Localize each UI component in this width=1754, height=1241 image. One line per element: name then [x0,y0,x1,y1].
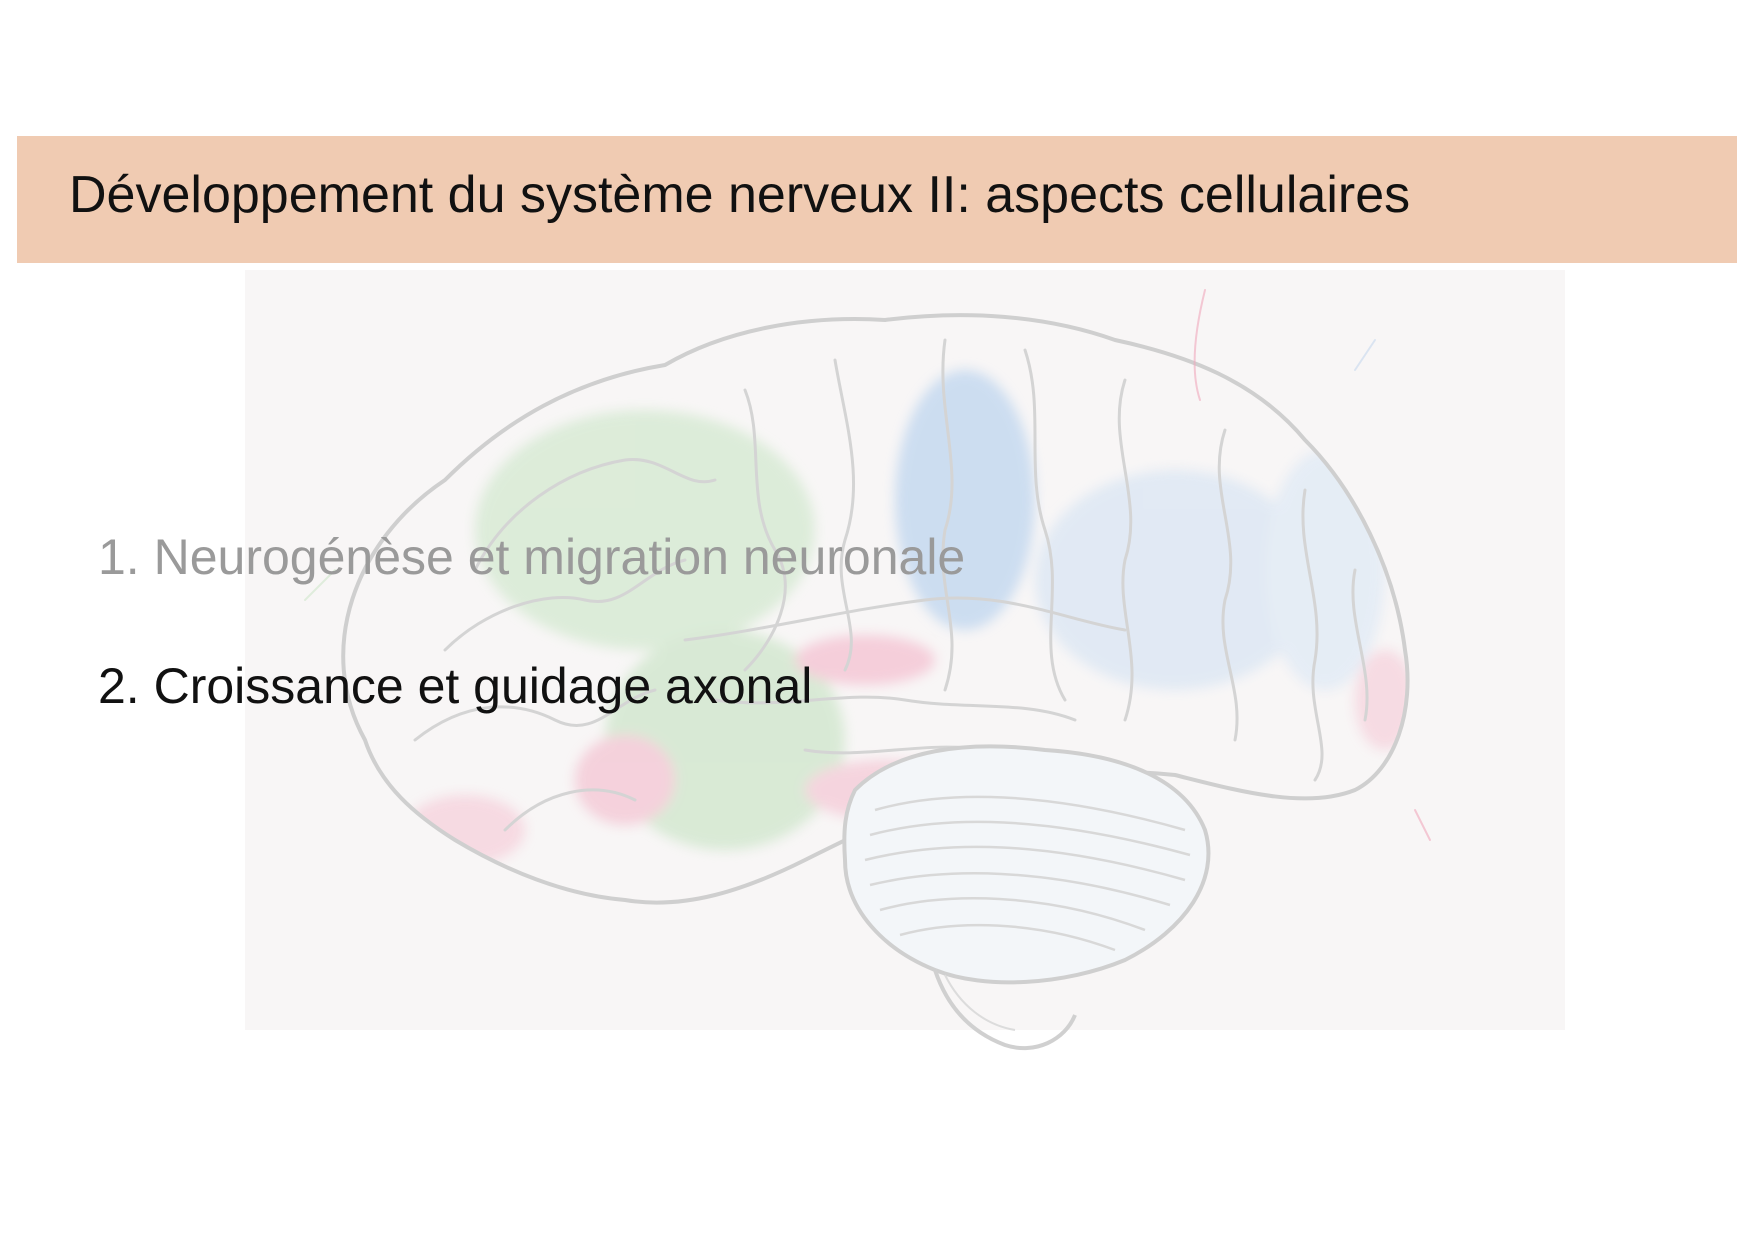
outline-item-croissance-axonale: 2. Croissance et guidage axonal [98,658,813,714]
slide-title-bar: Développement du système nerveux II: asp… [17,136,1737,263]
slide-title: Développement du système nerveux II: asp… [69,166,1411,224]
outline-item-neurogenese: 1. Neurogénèse et migration neuronale [98,529,966,585]
brain-illustration [245,270,1565,1051]
